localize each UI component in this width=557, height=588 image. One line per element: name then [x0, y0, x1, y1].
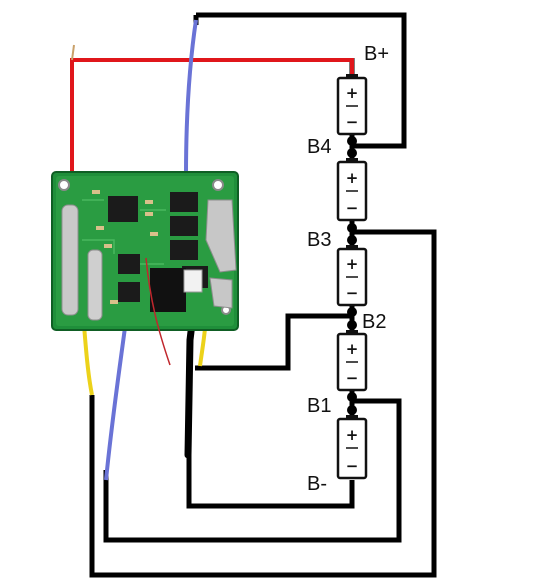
cell-2-minus: −: [346, 199, 359, 217]
wire-red: [70, 58, 354, 172]
cell-1-plus: +: [346, 84, 359, 102]
node-b3-top: [347, 223, 357, 233]
cell-2-plus: +: [346, 169, 359, 187]
mosfet-1: [170, 192, 198, 212]
ic-chip-3: [118, 282, 140, 302]
label-b2: B2: [362, 311, 386, 333]
bms-pcb-board: [51, 171, 239, 331]
label-b1: B1: [307, 395, 331, 417]
label-b-minus: B-: [307, 473, 327, 495]
cell-5-minus: −: [346, 457, 359, 475]
node-b1-top: [347, 392, 357, 402]
cell-1-minus: −: [346, 113, 359, 131]
cell-4-plus: +: [346, 340, 359, 358]
node-b3-bottom: [347, 235, 357, 245]
node-b2-bottom: [347, 320, 357, 330]
terminal-pad-1: [61, 204, 79, 316]
ntc-block: [150, 268, 186, 312]
node-b4-bottom: [347, 148, 357, 158]
cell-3-plus: +: [346, 255, 359, 273]
wire-b3-rail: [89, 229, 437, 578]
mosfet-2: [170, 216, 198, 236]
connector-white: [183, 269, 203, 293]
cell-terminals: [346, 74, 358, 420]
cell-3-minus: −: [346, 284, 359, 302]
mounting-hole-1: [58, 179, 70, 191]
wire-blue-top: [184, 19, 198, 176]
wire-blue-bottom: [104, 319, 128, 481]
label-b3: B3: [307, 229, 331, 251]
mounting-hole-2: [212, 179, 224, 191]
node-b1-bottom: [347, 405, 357, 415]
mosfet-3: [170, 240, 198, 260]
pcb-traces: [82, 199, 166, 265]
wire-bplus-loop: [196, 12, 407, 149]
cell-4-minus: −: [346, 369, 359, 387]
terminal-tab-right-1: [205, 199, 237, 273]
wire-b2-step: [195, 313, 352, 371]
node-b2-top: [347, 307, 357, 317]
cell-5-plus: +: [346, 426, 359, 444]
wire-red-tip: [71, 44, 75, 61]
wire-sense: [145, 257, 171, 366]
node-b4-top: [347, 136, 357, 146]
ic-chip-1: [108, 196, 138, 222]
wire-b1-rail: [103, 398, 402, 543]
wire-yellow-left: [82, 324, 94, 396]
ic-chip-2: [118, 254, 140, 274]
junction-dots: [347, 136, 357, 415]
terminal-pad-2: [87, 249, 103, 321]
label-b4: B4: [307, 136, 331, 158]
wire-bminus: [186, 455, 355, 509]
terminal-tab-right-2: [209, 277, 233, 309]
label-b-plus: B+: [364, 43, 389, 65]
